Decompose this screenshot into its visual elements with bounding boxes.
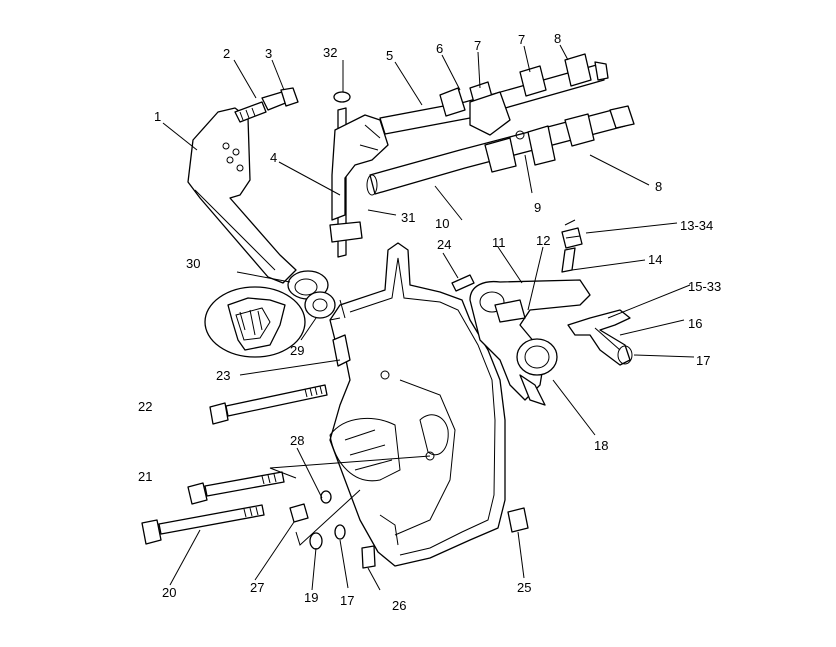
callout-15-33: 15-33 (688, 279, 721, 294)
callout-31: 31 (401, 210, 415, 225)
callout-8b: 8 (655, 179, 662, 194)
callout-30: 30 (186, 256, 200, 271)
callout-10: 10 (435, 216, 449, 231)
callout-5: 5 (386, 48, 393, 63)
dowel-pin-part (451, 274, 475, 292)
callout-32: 32 (323, 45, 337, 60)
callout-19: 19 (304, 590, 318, 605)
callout-13-34: 13-34 (680, 218, 713, 233)
leader-lines (162, 44, 695, 591)
callout-28: 28 (290, 433, 304, 448)
callout-4: 4 (270, 150, 277, 165)
callout-16: 16 (688, 316, 702, 331)
callout-27: 27 (250, 580, 264, 595)
callout-25: 25 (517, 580, 531, 595)
bushing-part (287, 270, 336, 319)
callout-23: 23 (216, 368, 230, 383)
lever-shaft-part (187, 107, 297, 284)
shift-fork-part (469, 279, 591, 406)
callout-7b: 7 (518, 32, 525, 47)
callout-22: 22 (138, 399, 152, 414)
callout-8a: 8 (554, 31, 561, 46)
housing-part (329, 242, 506, 567)
callout-labels: 1 2 3 4 5 6 7 7 8 8 9 10 11 12 13-34 14 … (138, 31, 721, 613)
bolt-21-part (187, 471, 285, 505)
callout-3: 3 (265, 46, 272, 61)
callout-20: 20 (162, 585, 176, 600)
callout-21: 21 (138, 469, 152, 484)
callout-17a: 17 (696, 353, 710, 368)
bolt-20-part (141, 504, 265, 545)
selector-lever-part (567, 309, 633, 366)
callout-18: 18 (594, 438, 608, 453)
parts-drawing (141, 53, 635, 569)
callout-26: 26 (392, 598, 406, 613)
callout-11: 11 (492, 235, 506, 250)
small-fasteners (289, 490, 529, 569)
callout-2: 2 (223, 46, 230, 61)
callout-14: 14 (648, 252, 662, 267)
callout-24: 24 (437, 237, 451, 252)
stud-part (561, 219, 583, 273)
upper-shaft-assembly (366, 53, 635, 196)
callout-6: 6 (436, 41, 443, 56)
callout-1: 1 (154, 109, 161, 124)
shift-rod-part (329, 91, 389, 258)
bolt-22-part (209, 384, 328, 425)
callout-7a: 7 (474, 38, 481, 53)
callout-29: 29 (290, 343, 304, 358)
callout-12: 12 (536, 233, 550, 248)
callout-9: 9 (534, 200, 541, 215)
adjuster-screw-part (234, 87, 299, 123)
seal-detail-inset (204, 286, 306, 358)
callout-17b: 17 (340, 593, 354, 608)
